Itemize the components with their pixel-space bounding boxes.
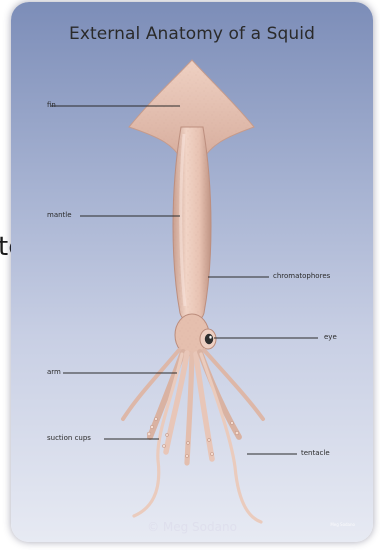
squid-mantle [173, 127, 211, 322]
label-suction-cups: suction cups [47, 435, 91, 442]
squid-arms [123, 350, 263, 522]
label-eye: eye [324, 334, 337, 341]
label-fin: fin [47, 102, 56, 109]
label-tentacle: tentacle [301, 450, 330, 457]
copyright-watermark: © Meg Sodano [11, 520, 373, 534]
label-mantle: mantle [47, 212, 72, 219]
label-arm: arm [47, 369, 61, 376]
diagram-card: External Anatomy of a Squid [11, 2, 373, 542]
artist-signature: Meg Sodano [330, 522, 355, 527]
label-chromatophores: chromatophores [273, 273, 330, 280]
